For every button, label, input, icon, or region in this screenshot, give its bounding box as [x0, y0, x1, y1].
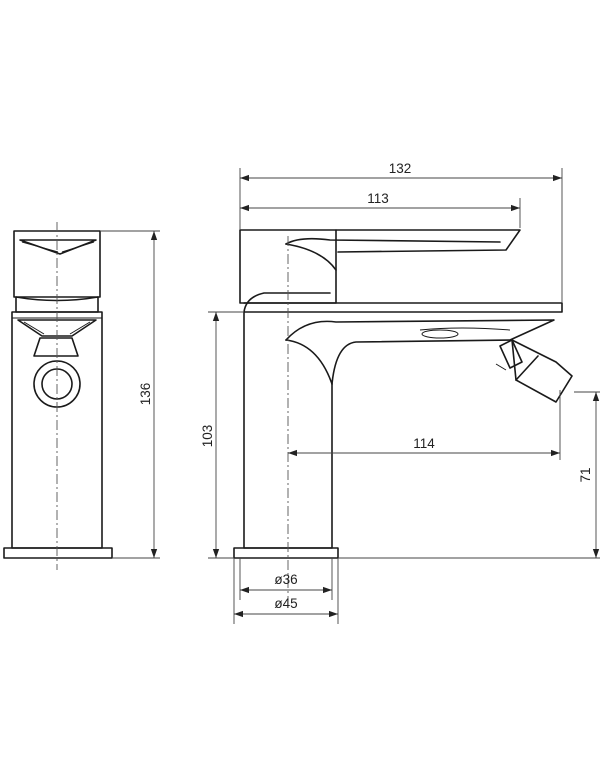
side-base	[233, 547, 339, 559]
side-spout-plate	[243, 302, 563, 313]
front-view: 136	[3, 222, 160, 570]
dim-label-114: 114	[413, 436, 435, 451]
dim-label-103: 103	[200, 425, 215, 448]
dim-label-113: 113	[367, 191, 389, 206]
front-base	[3, 547, 113, 559]
front-spout-wedge	[17, 319, 97, 337]
dim-label-136: 136	[138, 383, 153, 406]
side-lever	[335, 229, 521, 253]
dim-label-71: 71	[578, 467, 593, 482]
side-collar	[243, 292, 331, 313]
side-spout-curve	[285, 319, 555, 385]
side-nozzle	[495, 339, 573, 403]
dim-label-d36: ø36	[274, 572, 297, 587]
front-collar	[15, 296, 99, 313]
side-view: 132 113 103 114 71 ø36 ø45	[200, 161, 600, 624]
dim-label-d45: ø45	[274, 596, 297, 611]
dim-label-132: 132	[389, 161, 412, 176]
